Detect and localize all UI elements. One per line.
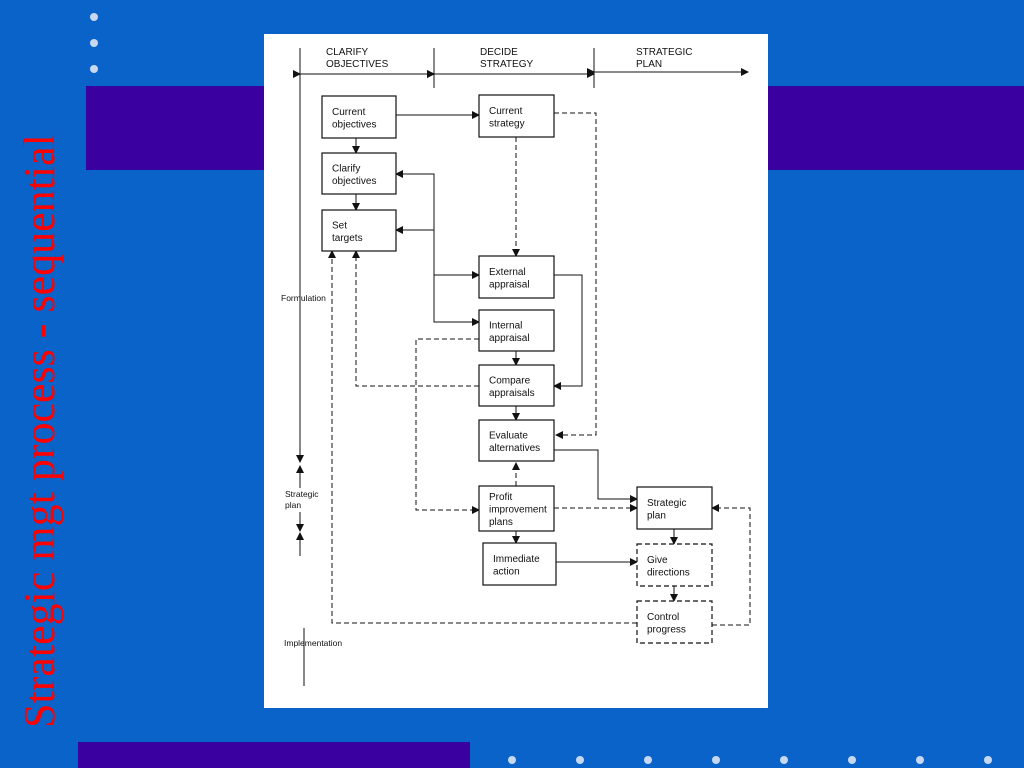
bullet-dot [90, 39, 98, 47]
phase-header-3: PLAN [636, 59, 662, 70]
bullet-dot [712, 756, 720, 764]
bullet-dot [916, 756, 924, 764]
profit-improvement-plans-label: improvement [489, 505, 547, 516]
bullet-dot [984, 756, 992, 764]
immediate-action-label: Immediate [493, 554, 540, 565]
bullet-dot [508, 756, 516, 764]
current-strategy-label: Current [489, 106, 523, 117]
compare-appraisals-label: Compare [489, 375, 531, 386]
internal-appraisal-box [478, 309, 555, 352]
evaluate-alternatives-label: alternatives [489, 443, 540, 454]
connector [554, 449, 638, 503]
bullet-dot [848, 756, 856, 764]
clarify-objectives-label: Clarify [332, 163, 360, 174]
give-directions-box [636, 543, 713, 587]
evaluate-alternatives-box [478, 419, 555, 462]
compare-appraisals-box [478, 364, 555, 407]
current-objectives-box [321, 95, 397, 139]
strategic-plan-box [636, 486, 713, 530]
internal-appraisal-label: appraisal [489, 333, 530, 344]
control-progress-box [636, 600, 713, 644]
connector [415, 338, 480, 514]
phase-header-2: STRATEGY [480, 59, 533, 70]
connector [554, 112, 597, 439]
give-directions-label: Give [647, 555, 668, 566]
current-objectives-label: objectives [332, 119, 376, 130]
implementation-label: Implementation [284, 638, 342, 648]
connector [328, 250, 637, 624]
clarify-objectives-label: objectives [332, 176, 376, 187]
set-targets-label: Set [332, 220, 347, 231]
external-appraisal-label: External [489, 267, 526, 278]
external-appraisal-label: appraisal [489, 279, 530, 290]
immediate-action-label: action [493, 566, 520, 577]
phase-header-2: DECIDE [480, 47, 518, 58]
connector [553, 274, 583, 390]
profit-improvement-plans-box [478, 485, 555, 532]
bullet-dot [90, 65, 98, 73]
connector [711, 504, 751, 626]
current-strategy-label: strategy [489, 118, 525, 129]
phase-header-3: STRATEGIC [636, 47, 692, 58]
connector [395, 170, 479, 276]
set-targets-label: targets [332, 233, 363, 244]
give-directions-label: directions [647, 567, 690, 578]
connector [433, 275, 480, 326]
immediate-action-box [482, 542, 557, 586]
set-targets-box [321, 209, 397, 252]
current-strategy-box [478, 94, 555, 138]
strategic-plan-label: plan [647, 510, 666, 521]
slide-title: Strategic mgt process - sequential [15, 134, 64, 728]
phase-header-1: OBJECTIVES [326, 59, 389, 70]
external-appraisal-box [478, 255, 555, 299]
profit-improvement-plans-label: Profit [489, 492, 513, 503]
bullet-dot [780, 756, 788, 764]
clarify-objectives-box [321, 152, 397, 195]
internal-appraisal-label: Internal [489, 320, 522, 331]
process-diagram-svg: CurrentobjectivesClarifyobjectivesSettar… [281, 47, 751, 686]
evaluate-alternatives-label: Evaluate [489, 430, 528, 441]
bullet-dot [576, 756, 584, 764]
strategic-plan-side-label: Strategic [285, 489, 319, 499]
strategic-plan-side-label: plan [285, 500, 301, 510]
bullet-dot [644, 756, 652, 764]
profit-improvement-plans-label: plans [489, 517, 513, 528]
strategic-plan-label: Strategic [647, 498, 686, 509]
control-progress-label: Control [647, 612, 679, 623]
current-objectives-label: Current [332, 107, 366, 118]
bullet-dot [90, 13, 98, 21]
control-progress-label: progress [647, 624, 686, 635]
compare-appraisals-label: appraisals [489, 388, 535, 399]
connector [352, 250, 479, 387]
phase-header-1: CLARIFY [326, 47, 369, 58]
formulation-label: Formulation [281, 293, 326, 303]
bottom-band [78, 742, 470, 768]
